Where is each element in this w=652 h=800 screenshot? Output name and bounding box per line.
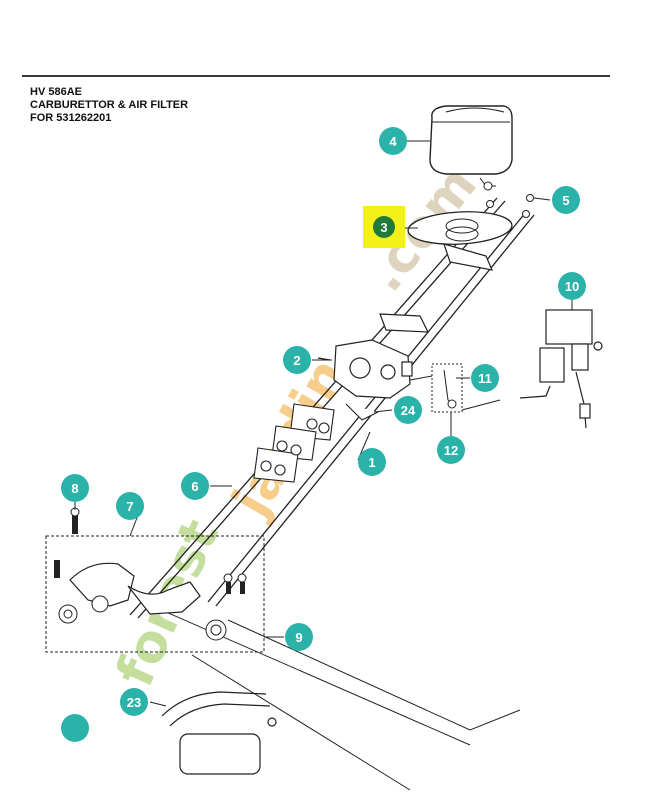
- callout-10[interactable]: 10: [558, 272, 586, 300]
- callout-3[interactable]: 3: [373, 216, 395, 238]
- manifold-kit: [45, 507, 265, 653]
- callout-23-label: 23: [127, 695, 141, 710]
- header-rule: [22, 75, 610, 77]
- callout-10-label: 10: [565, 279, 579, 294]
- air-filter-cover: [429, 105, 513, 191]
- cover-gasket: [161, 691, 277, 775]
- callout-2[interactable]: 2: [283, 346, 311, 374]
- callout-9-label: 9: [295, 630, 302, 645]
- callout-4[interactable]: 4: [379, 127, 407, 155]
- callout-6-label: 6: [191, 479, 198, 494]
- callout-6[interactable]: 6: [181, 472, 209, 500]
- carburettor: [317, 339, 413, 399]
- callout-13-partial[interactable]: [61, 714, 89, 742]
- callout-3-label: 3: [380, 220, 387, 235]
- stud-bolts: [486, 194, 534, 218]
- callout-11[interactable]: 11: [471, 364, 499, 392]
- gasket-plate: [407, 211, 513, 245]
- callout-12[interactable]: 12: [437, 436, 465, 464]
- callout-1[interactable]: 1: [358, 448, 386, 476]
- section-title: CARBURETTOR & AIR FILTER: [30, 99, 189, 111]
- callout-5[interactable]: 5: [552, 186, 580, 214]
- model-title: HV 586AE: [30, 86, 82, 98]
- callout-24-label: 24: [401, 403, 416, 418]
- callout-8[interactable]: 8: [61, 474, 89, 502]
- upper-bracket: [379, 243, 493, 333]
- callout-1-label: 1: [368, 455, 375, 470]
- callout-7[interactable]: 7: [116, 492, 144, 520]
- callout-23[interactable]: 23: [120, 688, 148, 716]
- callout-4-label: 4: [389, 134, 397, 149]
- callout-11-label: 11: [478, 371, 492, 386]
- callout-12-label: 12: [444, 443, 458, 458]
- callout-7-label: 7: [126, 499, 133, 514]
- callout-2-label: 2: [293, 353, 300, 368]
- intake-frames: [253, 403, 379, 483]
- solenoid-valve: [519, 309, 603, 429]
- hose-fitting: [409, 363, 501, 413]
- part-number-line: FOR 531262201: [30, 112, 112, 124]
- callout-8-label: 8: [71, 481, 78, 496]
- callout-9[interactable]: 9: [285, 623, 313, 651]
- callout-5-label: 5: [562, 193, 569, 208]
- callout-24[interactable]: 24: [394, 396, 422, 424]
- reference-lines: [149, 604, 521, 791]
